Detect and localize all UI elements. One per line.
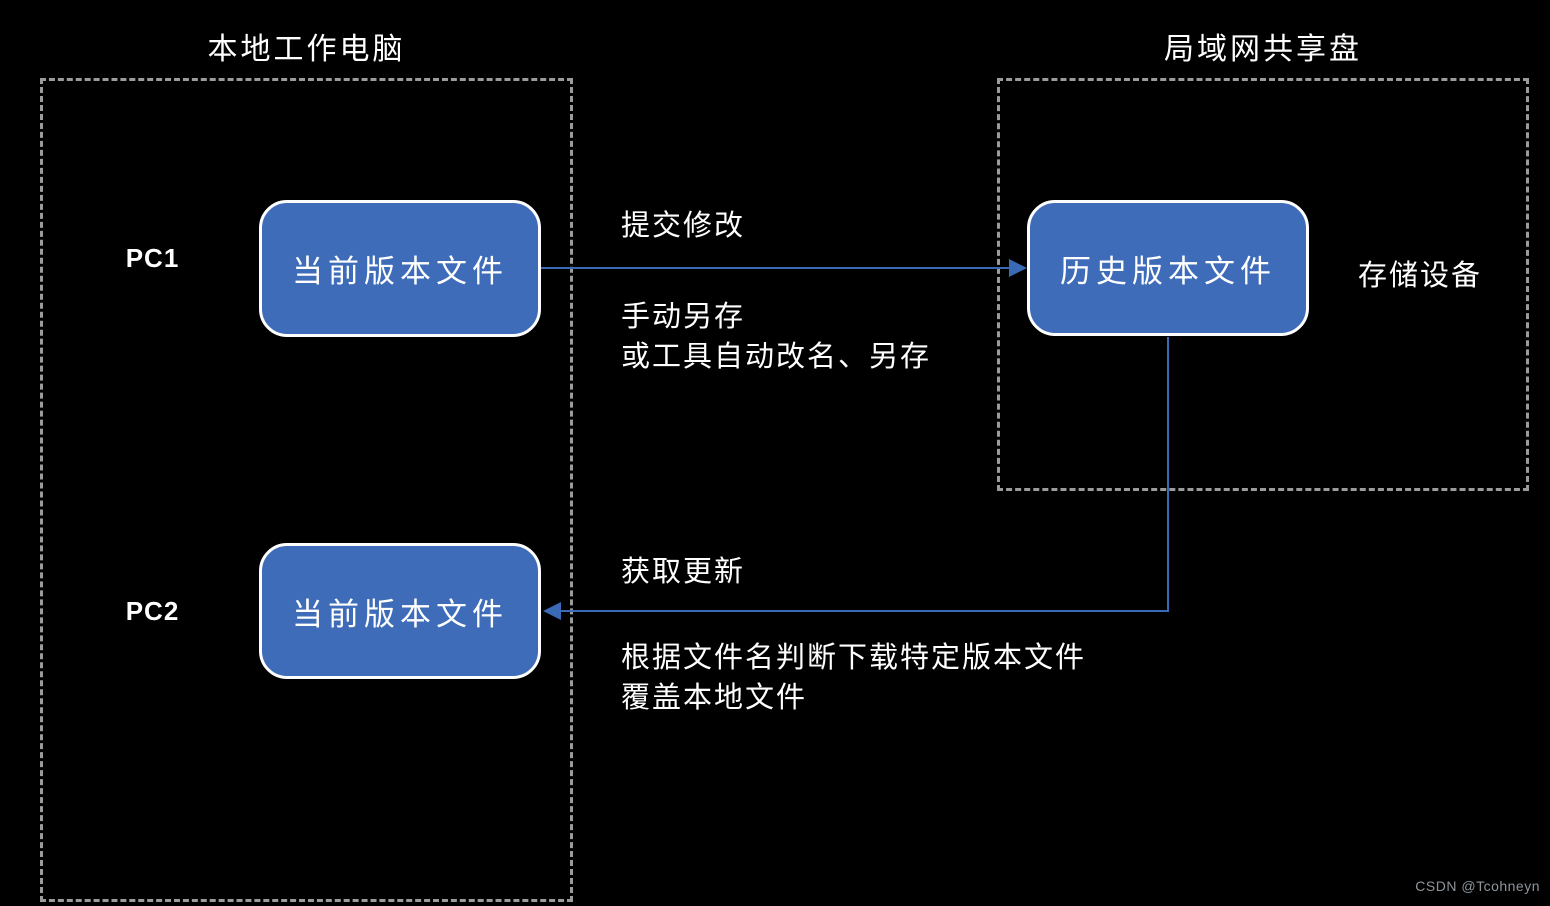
pc2-current-file-node-label: 当前版本文件 [292,596,508,632]
commit-edge-note-line1: 手动另存 [621,301,746,333]
history-file-node: 历史版本文件 [1027,200,1309,336]
fetch-edge-note-line1: 根据文件名判断下载特定版本文件 [621,642,1087,674]
fetch-edge-note: 根据文件名判断下载特定版本文件 覆盖本地文件 [621,638,1086,718]
history-file-node-label: 历史版本文件 [1060,253,1276,289]
watermark: CSDN @Tcohneyn [1415,878,1540,894]
commit-edge-note: 手动另存 或工具自动改名、另存 [621,297,931,377]
local-group-title: 本地工作电脑 [207,33,406,66]
commit-edge-label: 提交修改 [621,210,746,242]
commit-edge-note-line2: 或工具自动改名、另存 [621,341,932,373]
fetch-arrow-head-icon [543,602,561,620]
commit-arrow-head-icon [1009,259,1027,277]
pc1-current-file-node: 当前版本文件 [259,200,541,337]
pc1-label: PC1 [125,243,180,273]
storage-device-label: 存储设备 [1357,260,1482,292]
lan-group-box [997,78,1529,491]
fetch-edge-label: 获取更新 [621,556,746,588]
local-group-box [40,78,573,902]
fetch-edge-note-line2: 覆盖本地文件 [621,682,808,714]
fetch-arrow-horizontal-line [559,610,1169,612]
pc2-label: PC2 [125,596,180,626]
pc1-current-file-node-label: 当前版本文件 [292,254,508,289]
pc2-current-file-node: 当前版本文件 [259,543,541,679]
commit-arrow-line [540,267,1012,269]
lan-group-title: 局域网共享盘 [1164,33,1362,66]
fetch-arrow-vertical-line [1167,337,1169,612]
